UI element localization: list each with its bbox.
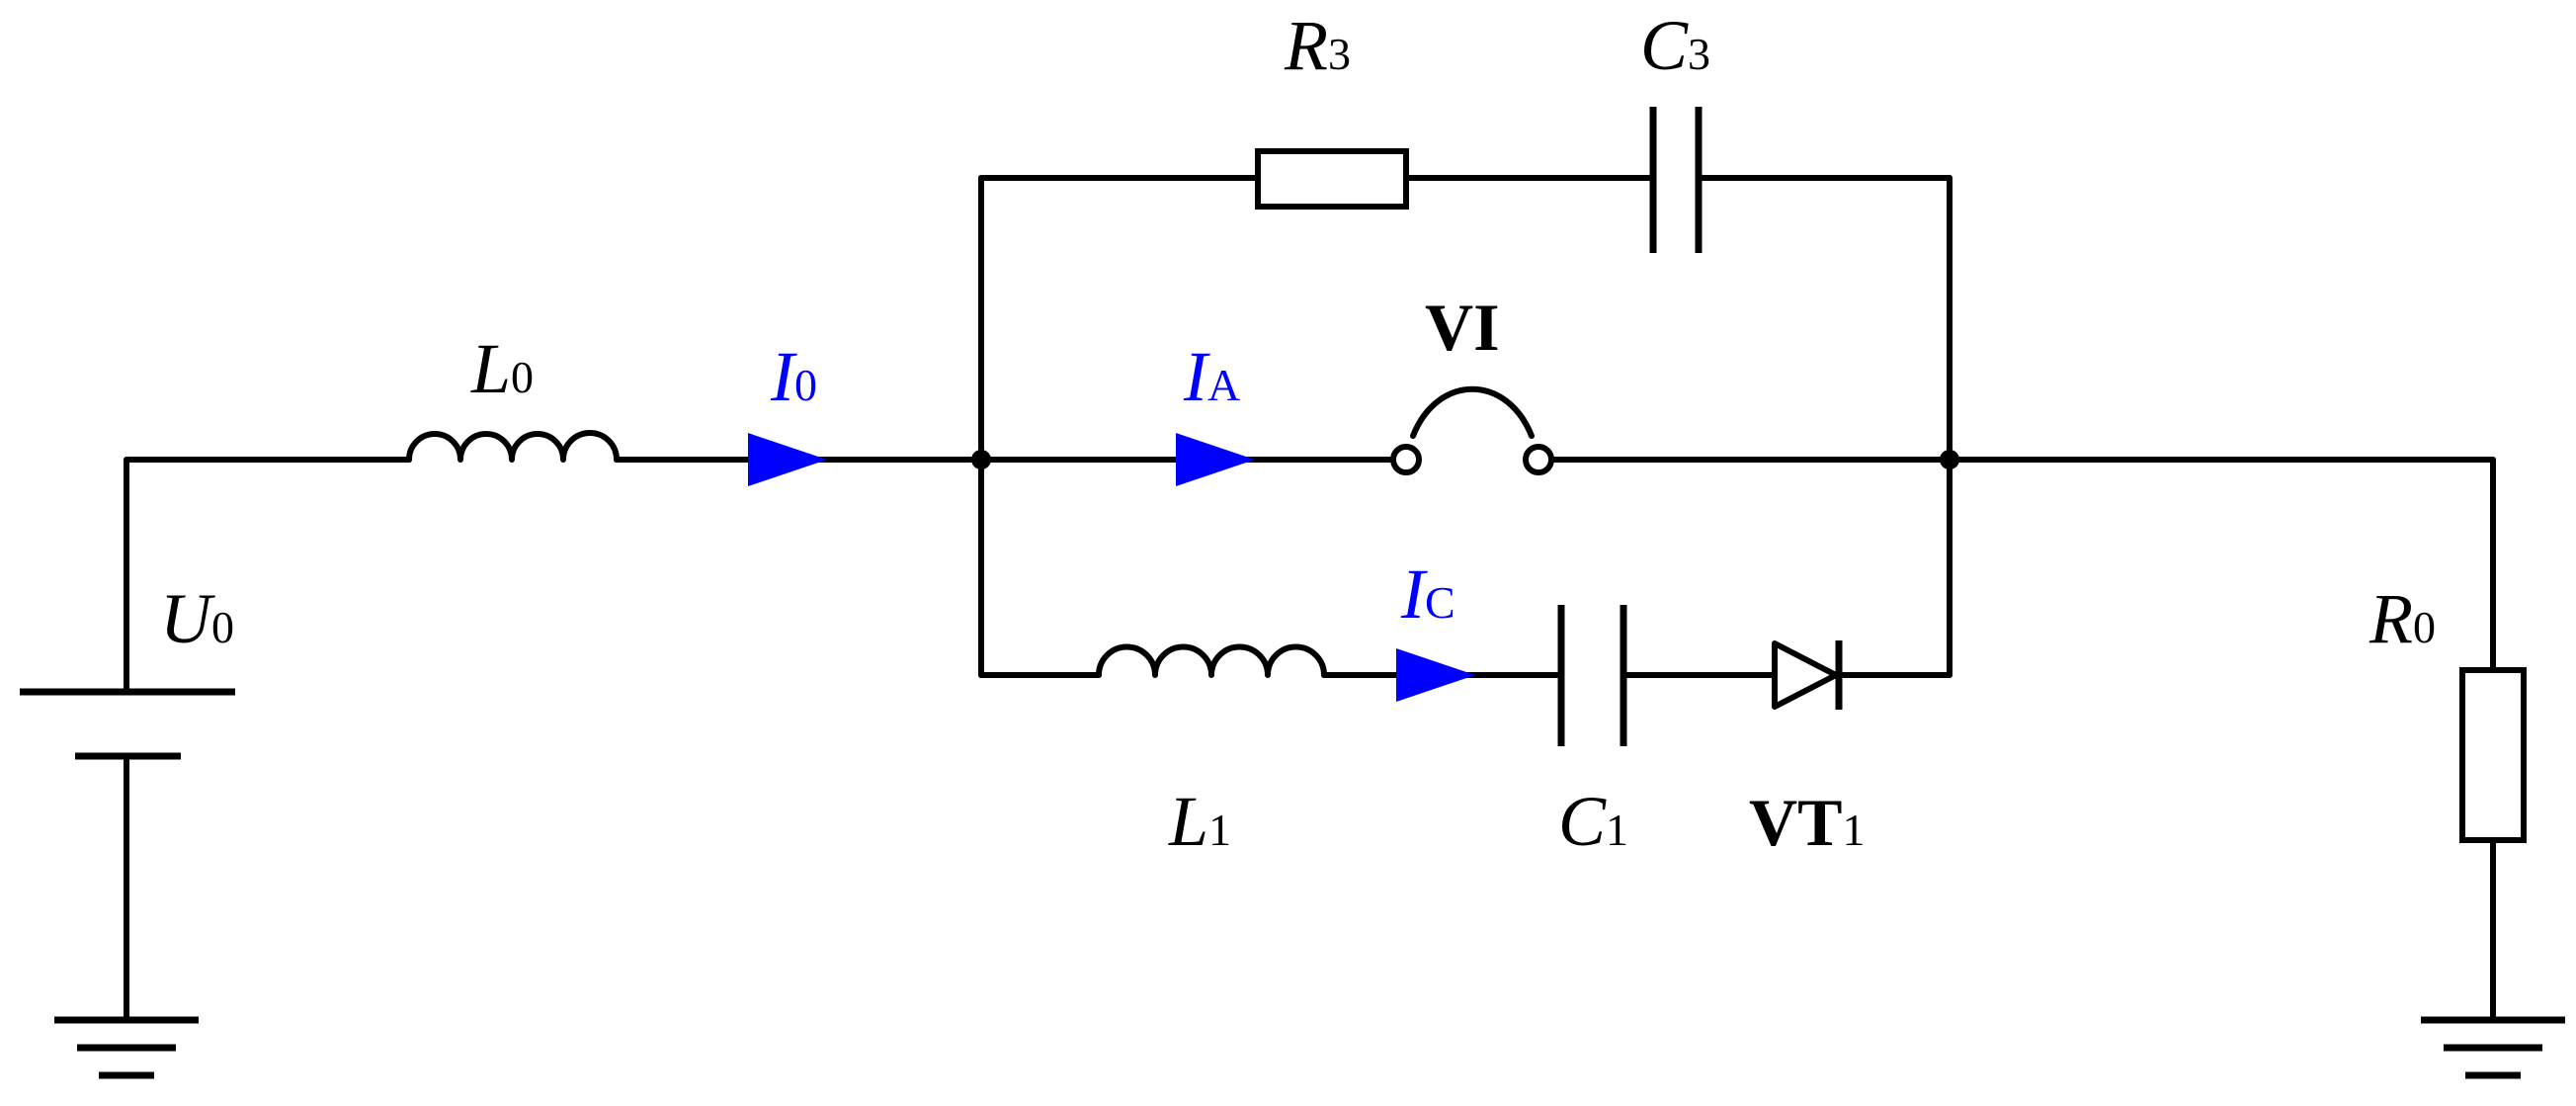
capacitor3-label: C3 <box>1640 6 1710 85</box>
source-label: U0 <box>160 579 234 658</box>
resistor-icon <box>2459 667 2527 843</box>
junction-dot <box>971 450 991 469</box>
dc-source-icon <box>20 688 235 760</box>
current-arc-label: IA <box>1183 337 1240 416</box>
current-arrow-icon <box>1176 433 1255 486</box>
thyristor-icon <box>1772 640 1843 710</box>
current-arrow-icon <box>748 433 827 486</box>
junction-dot <box>1940 450 1959 469</box>
capacitor-icon <box>1649 107 1703 253</box>
vacuum-interrupter-icon <box>1390 385 1554 475</box>
current-arrow-icon <box>1396 648 1475 702</box>
inductor-icon <box>406 430 620 463</box>
capacitor1-label: C1 <box>1558 782 1628 861</box>
thyristor-label: VT1 <box>1749 785 1865 860</box>
ground-icon-left <box>54 1016 199 1079</box>
ground-icon-right <box>2421 1016 2565 1079</box>
resistor3-label: R3 <box>1284 6 1351 85</box>
current-total-label: I0 <box>770 337 817 416</box>
inductor-icon <box>1096 643 1327 678</box>
interrupter-label: VI <box>1425 290 1500 365</box>
load-label: R0 <box>2368 579 2436 658</box>
inductor1-label: L1 <box>1168 782 1231 861</box>
main-wires <box>124 175 2496 1021</box>
resistor-icon <box>1255 148 1409 210</box>
current-commutation-label: IC <box>1400 554 1455 634</box>
capacitor-icon <box>1557 605 1627 746</box>
inductor0-label: L0 <box>470 329 534 408</box>
